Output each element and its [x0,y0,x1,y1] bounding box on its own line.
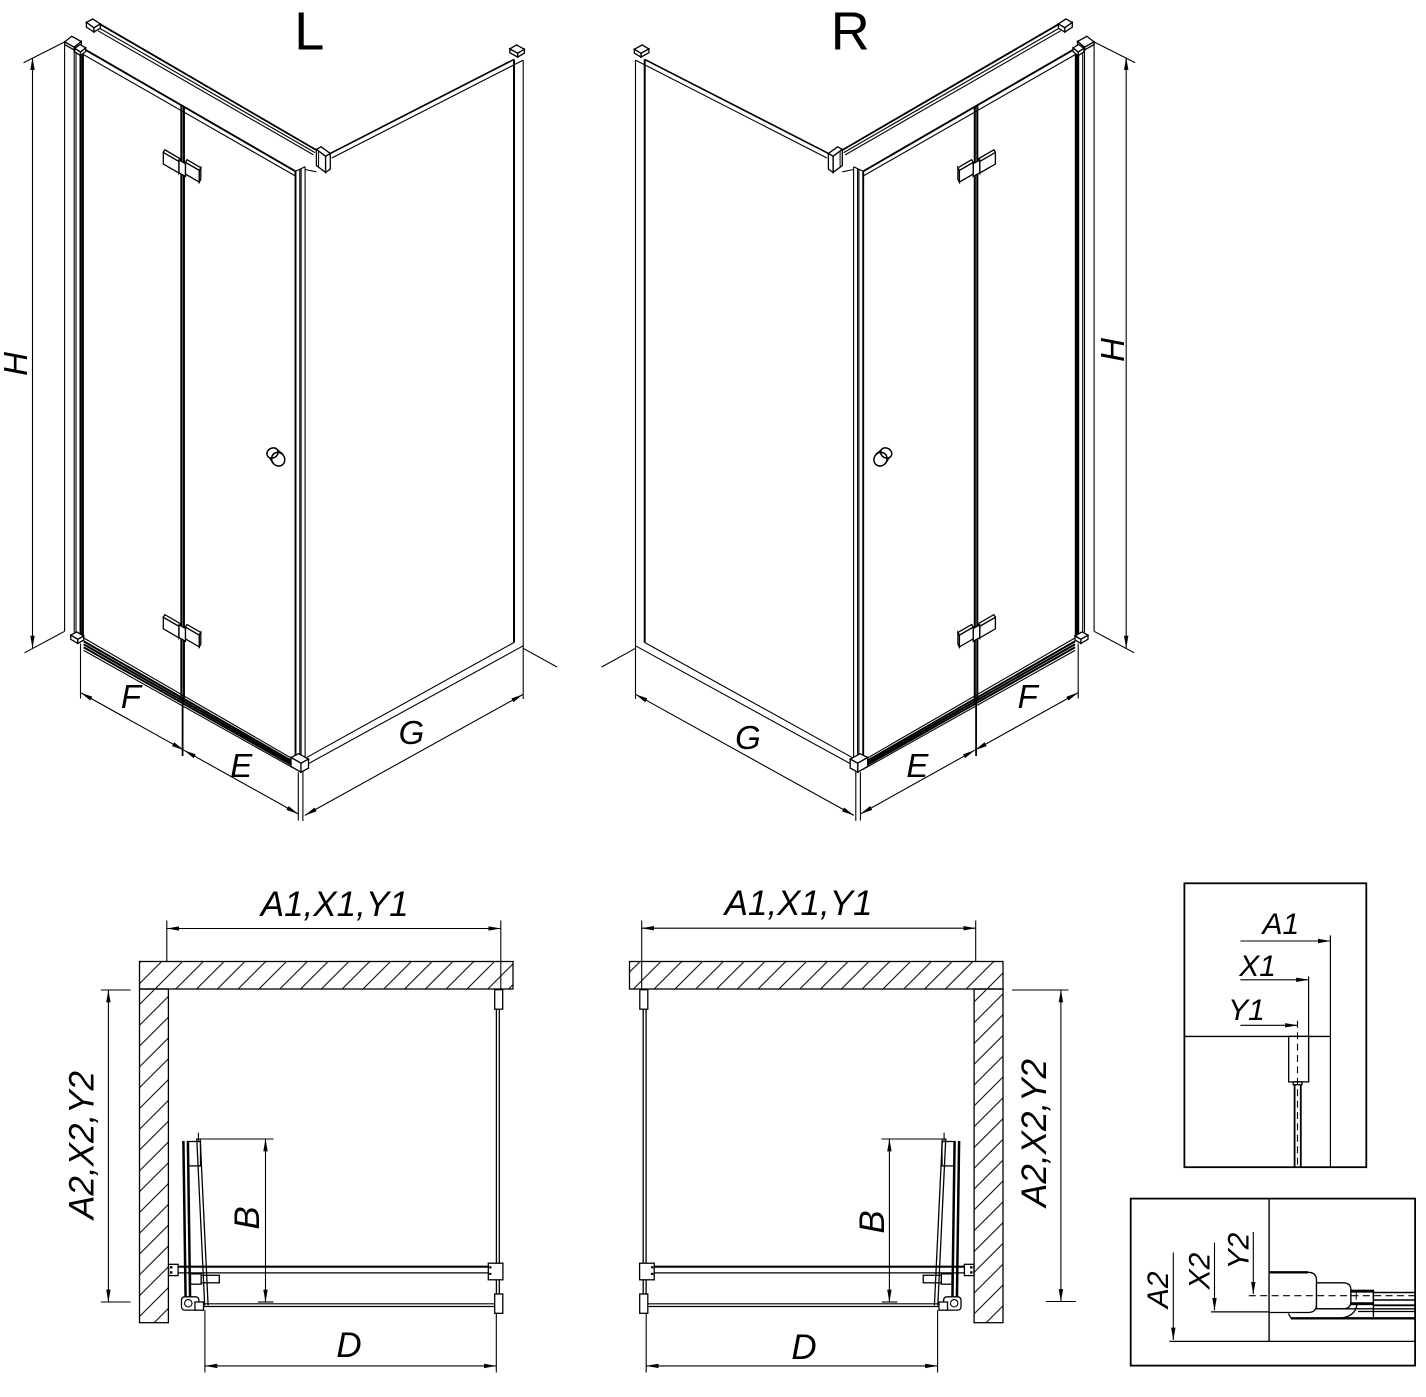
detail-label-x2: X2 [1184,1252,1217,1290]
detail-label-a1: A1 [1261,908,1300,941]
dim-label-b-left: B [228,1206,267,1229]
dim-label-width-right: A1,X1,Y1 [723,884,873,923]
dim-label-width-left: A1,X1,Y1 [259,885,409,924]
detail-label-y1: Y1 [1228,994,1265,1027]
dim-label-e-left: E [230,747,253,784]
wall-hatch [629,961,1003,989]
wall-hatch [139,961,513,989]
detail-frame [1129,1197,1416,1367]
detail-wall-profile [1288,1035,1310,1083]
wall-hatch [139,989,169,1323]
dim-label-h-right: H [1094,338,1131,362]
dim-label-f-left: F [121,678,143,715]
dim-label-d-right: D [791,1328,816,1367]
detail-box-top [1183,882,1368,1169]
detail-label-y2: Y2 [1223,1232,1256,1269]
dim-label-depth-right: A2,X2,Y2 [1015,1059,1054,1209]
plan-left-dimensions [100,920,502,1373]
plan-view-right [628,920,1076,1373]
dim-label-b-right: B [853,1210,892,1233]
title-right: R [831,2,870,62]
title-left: L [294,2,324,62]
dim-label-f-right: F [1018,678,1040,715]
detail-label-a2: A2 [1142,1271,1175,1310]
dim-label-e-right: E [906,747,929,784]
wall-hatch [974,989,1003,1323]
dim-label-g-left: G [399,714,425,751]
dim-label-h-left: H [0,352,34,376]
detail-frame [1183,882,1368,1169]
detail-profile-assembly [1268,1271,1416,1320]
dim-label-d-left: D [336,1326,361,1365]
labels: L R H F E G H F E G A1,X1,Y1 A2,X2,Y2 B … [0,2,1299,1368]
dim-label-depth-left: A2,X2,Y2 [63,1071,102,1221]
detail-label-x1: X1 [1238,950,1276,983]
plan-view-left [100,920,515,1373]
plan-right-dimensions [641,920,1076,1373]
detail-box-bottom [1129,1197,1416,1367]
dim-label-g-right: G [735,719,761,756]
